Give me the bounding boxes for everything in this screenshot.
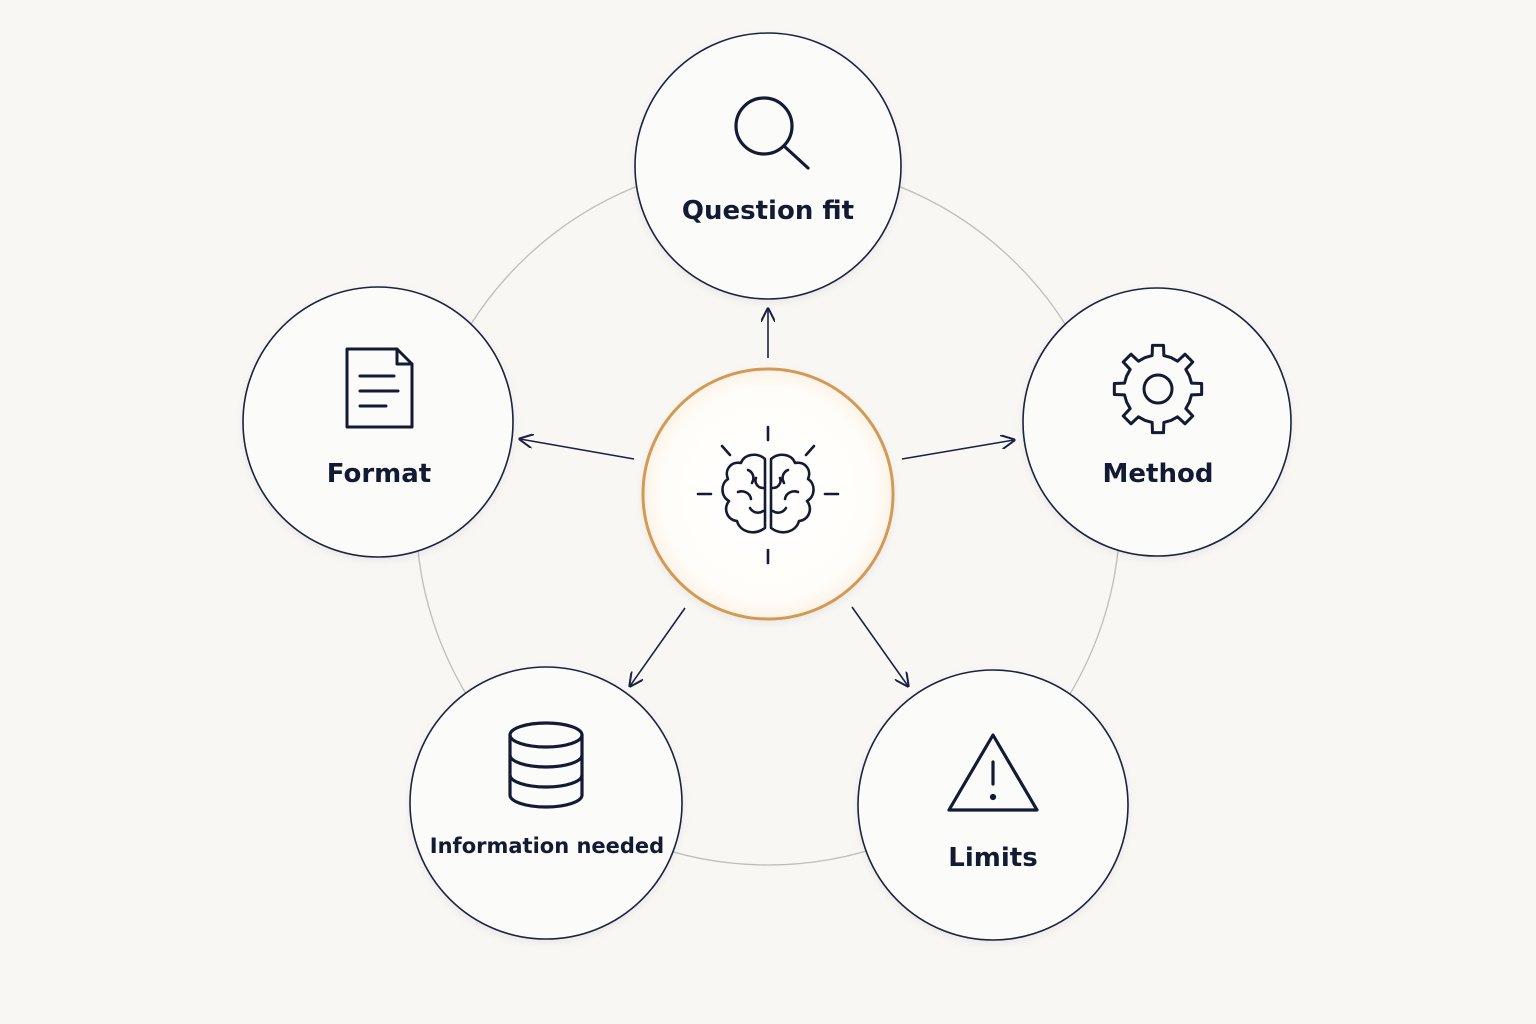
node-method[interactable] bbox=[1022, 287, 1292, 557]
database-icon bbox=[508, 721, 584, 809]
arrow-to-method bbox=[901, 440, 1014, 460]
node-circle bbox=[242, 286, 514, 558]
gear-icon bbox=[1112, 343, 1204, 435]
node-circle bbox=[1022, 287, 1292, 557]
label-information-needed: Information needed bbox=[429, 834, 665, 858]
label-limits: Limits bbox=[948, 843, 1038, 873]
arrows bbox=[520, 309, 1014, 686]
arrow-to-format bbox=[520, 439, 635, 460]
node-information-needed[interactable] bbox=[409, 666, 683, 940]
node-format[interactable] bbox=[242, 286, 514, 558]
node-limits[interactable] bbox=[857, 669, 1129, 941]
center-hub[interactable] bbox=[641, 367, 895, 621]
node-question-fit[interactable] bbox=[634, 32, 902, 300]
brain-icon bbox=[696, 425, 840, 565]
label-format: Format bbox=[326, 459, 432, 489]
label-method: Method bbox=[1102, 459, 1214, 489]
center-circle bbox=[641, 367, 895, 621]
label-question-fit: Question fit bbox=[681, 196, 855, 226]
arrow-to-information-needed bbox=[630, 607, 686, 686]
node-circle bbox=[857, 669, 1129, 941]
warning-triangle-icon bbox=[947, 733, 1039, 812]
arrow-to-limits bbox=[851, 606, 908, 686]
document-icon bbox=[345, 347, 414, 429]
node-circle bbox=[634, 32, 902, 300]
magnifier-icon bbox=[734, 96, 810, 170]
node-circle bbox=[409, 666, 683, 940]
